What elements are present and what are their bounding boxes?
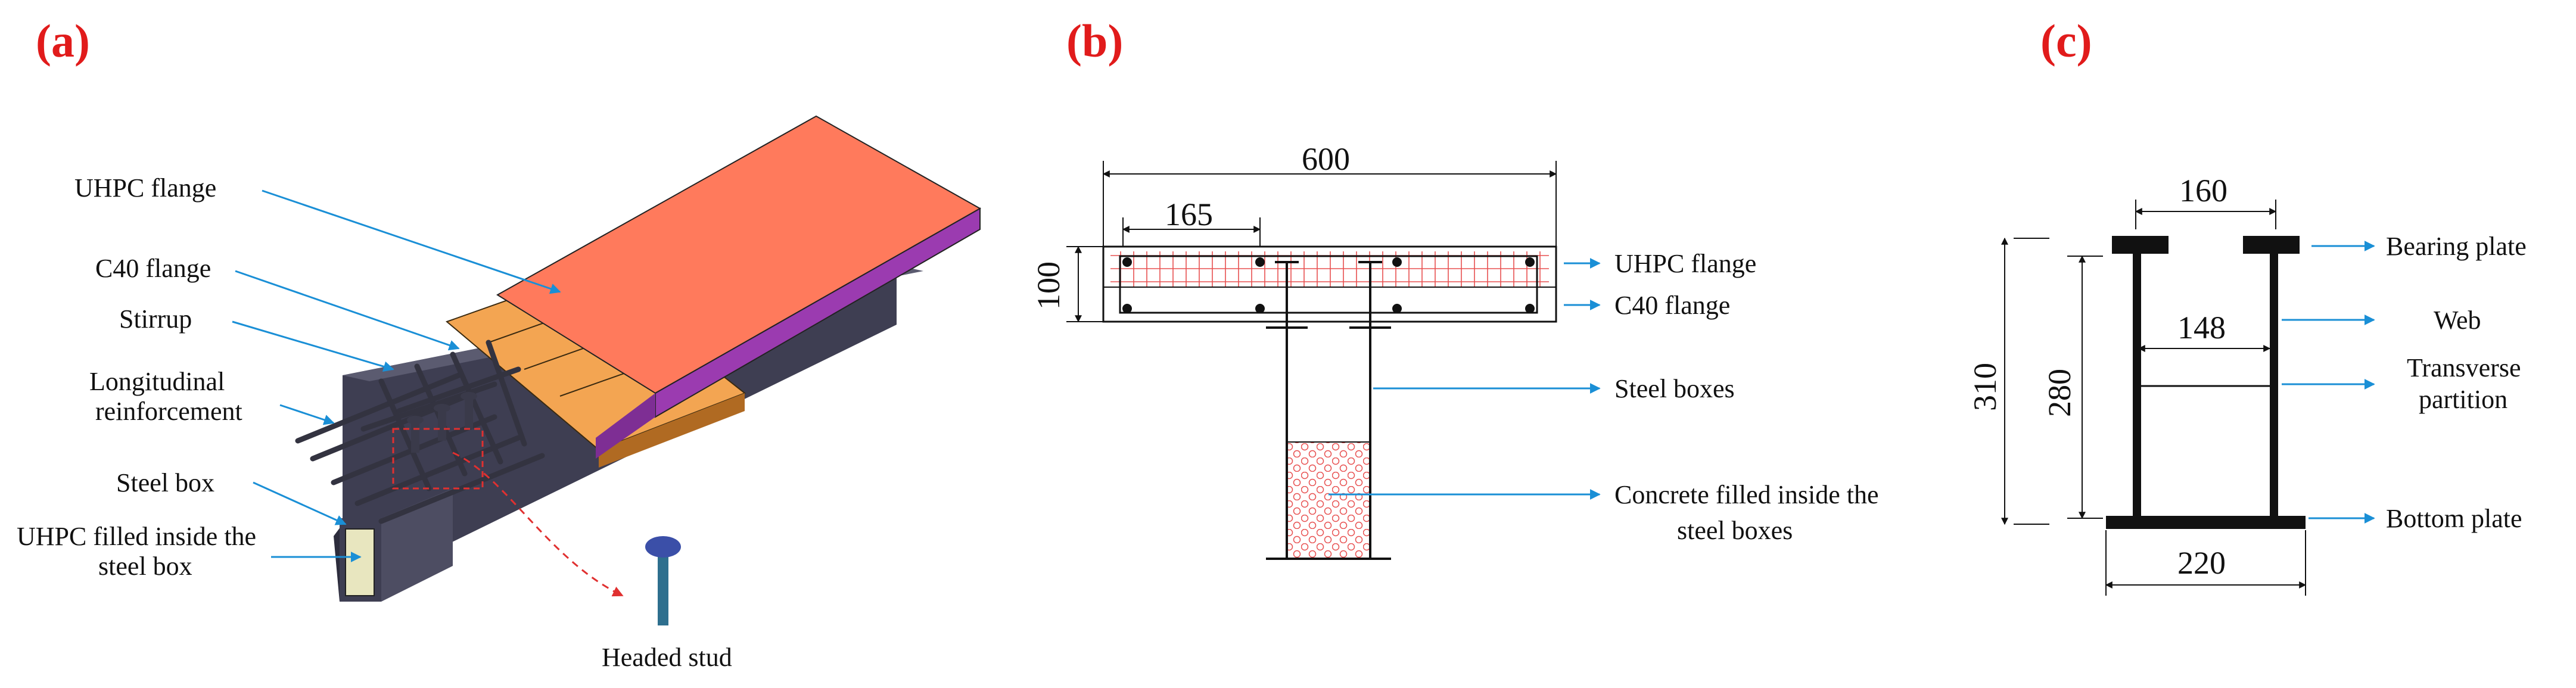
label-longitudinal: Longitudinal [89,367,225,396]
label-steel-box: Steel box [116,468,214,497]
panel-b: (b) 600 165 100 [1031,15,1879,560]
concrete-fill-section [1288,442,1369,558]
label-uhpc-filled-2: steel box [98,552,192,581]
girder-3d-model [295,115,982,625]
bearing-plate-left [2112,236,2169,254]
steel-box-section-b [1266,322,1391,560]
label-headed-stud: Headed stud [602,643,732,672]
stud-detail-box [392,428,484,490]
web-right [2270,254,2278,516]
dim-280: 280 [2042,369,2077,417]
label-b-steel-boxes: Steel boxes [1614,374,1735,403]
stud-detail-arrow [452,452,624,597]
dimension-lines-b [1066,161,1557,323]
label-c-partition: partition [2419,385,2507,414]
label-b-concrete-filled-2: steel boxes [1677,516,1793,545]
panel-b-leaders [1329,258,1601,500]
label-uhpc-flange: UHPC flange [74,173,216,203]
label-c-bottom-plate: Bottom plate [2386,504,2522,533]
label-c-web: Web [2434,306,2481,335]
label-c40-flange: C40 flange [95,254,211,283]
studs-section-b [1275,261,1382,322]
label-uhpc-filled-1: UHPC filled inside the [17,522,256,551]
label-b-c40-flange: C40 flange [1614,291,1730,320]
dim-100: 100 [1031,261,1066,310]
panel-a-tag: (a) [36,15,90,67]
stud-group [407,392,477,453]
panel-c-leaders [2282,241,2375,524]
label-reinforcement: reinforcement [95,397,242,426]
stirrup-section [1119,255,1538,314]
uhpc-fill [345,528,375,596]
dim-310: 310 [1967,363,2003,411]
steel-box-section-c [2106,236,2306,529]
uhpc-flange-section [1110,251,1549,287]
panel-b-tag: (b) [1066,15,1123,67]
dimension-lines-c [2001,200,2307,596]
bottom-plate [2106,516,2306,529]
web-left [2133,254,2141,516]
bearing-plate-right [2243,236,2300,254]
dim-148: 148 [2177,310,2226,345]
headed-stud-icon [645,536,681,625]
rebar-dots [1122,257,1535,313]
dim-165: 165 [1165,197,1213,232]
panel-a-leaders [232,189,561,562]
panel-c-tag: (c) [2040,15,2092,67]
label-stirrup: Stirrup [119,304,192,334]
label-c-transverse: Transverse [2407,353,2521,382]
dim-600: 600 [1302,141,1350,177]
panel-a: (a) [17,15,982,672]
label-c-bearing-plate: Bearing plate [2386,232,2527,261]
dim-220: 220 [2177,545,2226,581]
label-b-concrete-filled-1: Concrete filled inside the [1614,480,1879,509]
panel-c: (c) 160 148 310 280 220 [1967,15,2527,596]
label-b-uhpc-flange: UHPC flange [1614,249,1756,278]
dim-160: 160 [2179,173,2227,208]
